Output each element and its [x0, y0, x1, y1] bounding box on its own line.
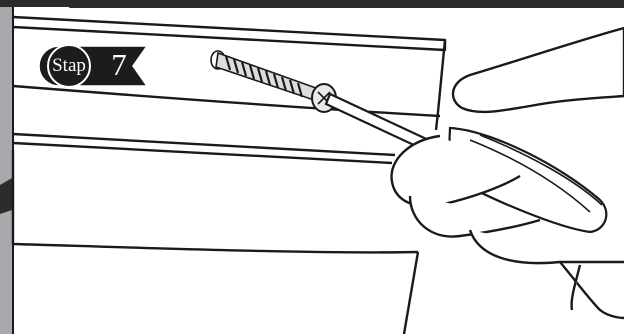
top-frame-strip — [0, 0, 624, 7]
step-number: 7 — [99, 47, 139, 83]
left-side-panel — [0, 7, 13, 334]
step-label: Stap — [41, 54, 97, 78]
step-badge: Stap 7 — [37, 44, 149, 88]
